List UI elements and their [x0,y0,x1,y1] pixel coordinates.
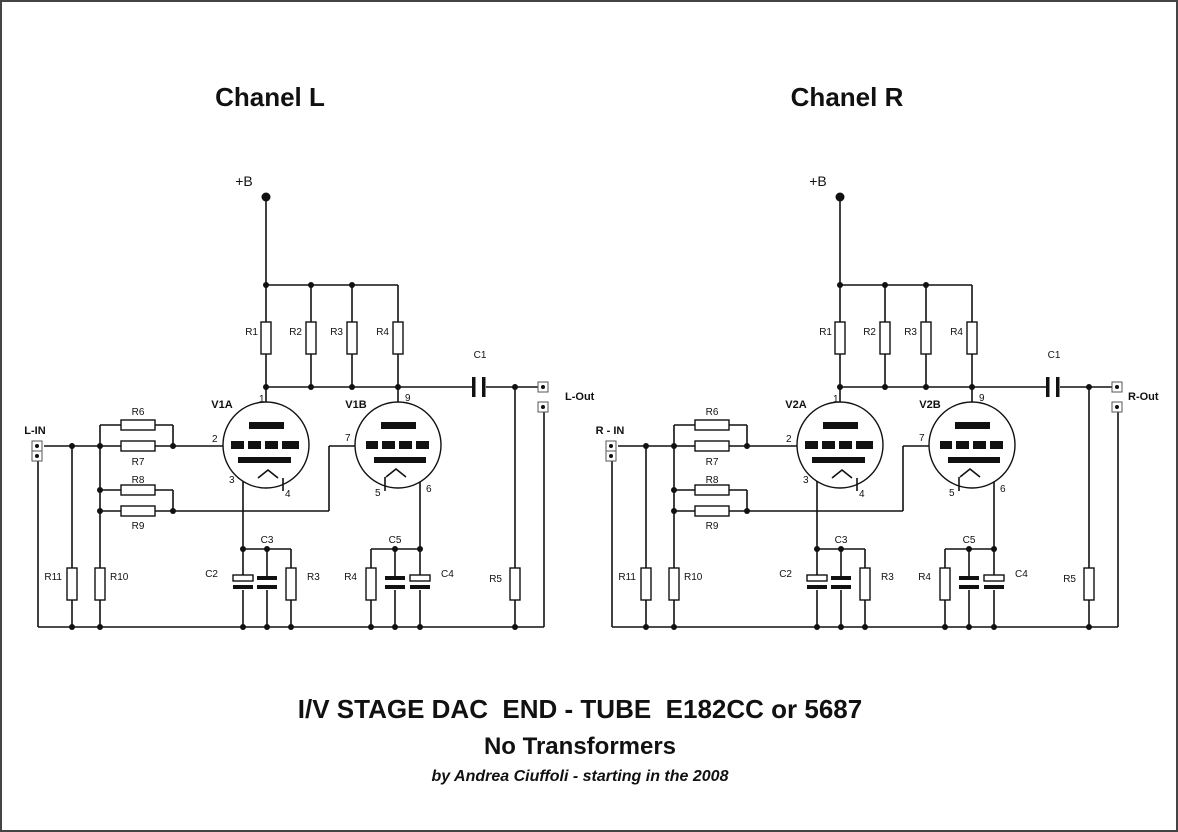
svg-text:R6: R6 [132,407,145,418]
svg-text:C1: C1 [1048,350,1061,361]
svg-text:9: 9 [979,393,985,404]
svg-text:R2: R2 [289,327,302,338]
svg-text:R3: R3 [307,572,320,583]
svg-text:R1: R1 [819,327,832,338]
wiring [37,197,545,628]
svg-text:5: 5 [949,488,955,499]
svg-text:2: 2 [212,434,218,445]
svg-text:C4: C4 [441,569,454,580]
input-label: L-IN [24,425,45,437]
channel-title: Chanel L [215,82,325,112]
svg-text:R1: R1 [245,327,258,338]
svg-text:R3: R3 [330,327,343,338]
svg-text:R5: R5 [489,574,502,585]
svg-text:R11: R11 [44,572,62,583]
svg-text:R4: R4 [918,572,931,583]
resistors [640,321,1095,601]
svg-text:R5: R5 [1063,574,1076,585]
footer: I/V STAGE DAC END - TUBE E182CC or 5687 … [298,694,862,785]
svg-text:C5: C5 [389,535,402,546]
footer-subtitle: No Transformers [484,733,676,760]
input-label: R - IN [596,425,625,437]
capacitor-labels: C1 C2 C3 C5 C4 [779,350,1061,580]
svg-text:R8: R8 [132,475,145,486]
svg-text:R3: R3 [881,572,894,583]
svg-text:6: 6 [426,484,432,495]
tube-b-label: V2B [919,399,940,411]
svg-text:7: 7 [345,433,351,444]
junction-dots [643,282,1092,630]
resistors [66,321,521,601]
svg-text:R11: R11 [618,572,636,583]
resistor-labels: R1 R2 R3 R4 R6 R7 R8 R9 R11 R10 R3 R4 R5 [618,327,1076,585]
svg-text:R9: R9 [706,521,719,532]
tube-a-label: V2A [785,399,806,411]
pin-labels: 1 2 3 4 5 6 7 9 [212,393,432,500]
svg-text:R4: R4 [376,327,389,338]
input-terminal[interactable] [605,440,617,462]
supply-label: +B [809,173,827,189]
svg-text:R4: R4 [344,572,357,583]
svg-text:R9: R9 [132,521,145,532]
svg-text:R10: R10 [684,572,703,583]
svg-text:R7: R7 [132,457,145,468]
pin-labels: 1 2 3 4 5 6 7 9 [786,393,1006,500]
junction-dots [69,282,518,630]
tube-a [222,401,310,491]
svg-text:R2: R2 [863,327,876,338]
svg-text:C2: C2 [205,569,218,580]
channel-right: Chanel R +B [596,82,1159,630]
svg-text:R10: R10 [110,572,129,583]
tube-b [928,401,1016,491]
svg-text:C4: C4 [1015,569,1028,580]
svg-text:C5: C5 [963,535,976,546]
svg-text:1: 1 [259,394,265,405]
svg-text:3: 3 [229,475,235,486]
svg-text:3: 3 [803,475,809,486]
svg-text:2: 2 [786,434,792,445]
svg-text:1: 1 [833,394,839,405]
svg-text:R6: R6 [706,407,719,418]
svg-text:R3: R3 [904,327,917,338]
footer-author: by Andrea Ciuffoli - starting in the 200… [432,768,729,785]
tube-a-label: V1A [211,399,232,411]
output-terminal[interactable] [537,381,549,413]
supply-label: +B [235,173,253,189]
svg-text:5: 5 [375,488,381,499]
tube-b [354,401,442,491]
capacitor-labels: C1 C2 C3 C5 C4 [205,350,487,580]
svg-text:R4: R4 [950,327,963,338]
tube-a [796,401,884,491]
output-terminal[interactable] [1111,381,1123,413]
svg-text:9: 9 [405,393,411,404]
svg-text:R7: R7 [706,457,719,468]
svg-text:C3: C3 [835,535,848,546]
svg-text:C1: C1 [474,350,487,361]
tube-b-label: V1B [345,399,366,411]
svg-text:4: 4 [285,489,291,500]
channel-left: Chanel L +B [24,82,595,630]
svg-text:4: 4 [859,489,865,500]
capacitors [232,377,486,589]
capacitors [806,377,1060,589]
wiring [611,197,1119,628]
output-label: R-Out [1128,391,1159,403]
svg-text:6: 6 [1000,484,1006,495]
svg-text:C2: C2 [779,569,792,580]
input-terminal[interactable] [31,440,43,462]
svg-text:7: 7 [919,433,925,444]
channel-title: Chanel R [791,82,904,112]
resistor-labels: R1 R2 R3 R4 R6 R7 R8 R9 R11 R10 R3 R4 R5 [44,327,502,585]
svg-text:C3: C3 [261,535,274,546]
footer-title: I/V STAGE DAC END - TUBE E182CC or 5687 [298,694,862,724]
svg-text:R8: R8 [706,475,719,486]
output-label: L-Out [565,391,595,403]
